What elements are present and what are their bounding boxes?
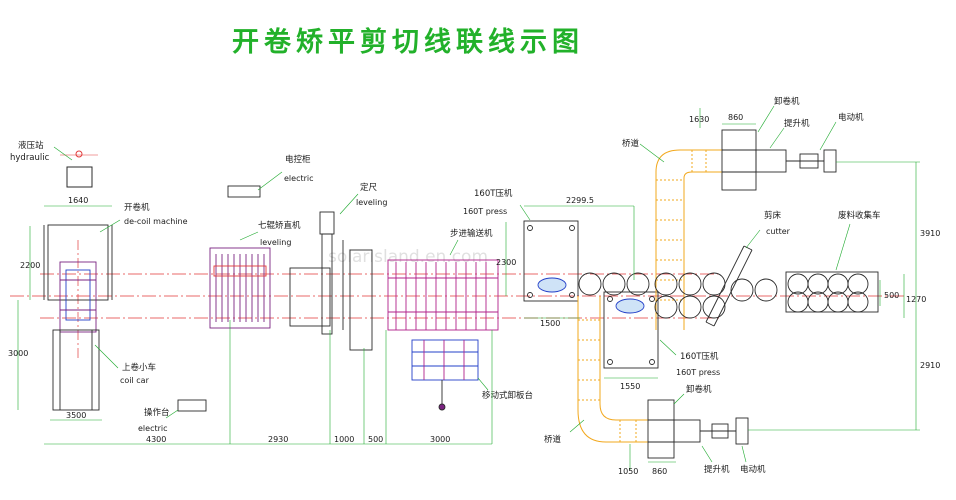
lift-bottom-label: 提升机 (704, 464, 730, 475)
length-gauge-label-cn: 定尺 (360, 182, 378, 193)
coil-car-rails (52, 329, 100, 411)
electric-cabinet (227, 185, 261, 198)
cutter-label-cn: 剪床 (764, 210, 782, 221)
dim-860-bottom: 860 (652, 467, 667, 476)
hydraulic-label-cn: 液压站 (18, 140, 44, 151)
dim-1630: 1630 (689, 115, 709, 124)
recoiler-top (721, 129, 837, 191)
hydraulic-station (60, 150, 98, 188)
watermark: solarisland.en.com (328, 247, 488, 267)
cutter-label-en: cutter (766, 227, 791, 236)
recoiler-bottom-label: 卸卷机 (686, 384, 712, 395)
coil-car-label-cn: 上卷小车 (122, 362, 156, 373)
coil-car-label-en: coil car (120, 376, 150, 385)
motor-top-label: 电动机 (838, 112, 864, 123)
dim-3000: 3000 (8, 349, 28, 358)
leveler-label-en: leveling (260, 238, 291, 247)
dim-3910: 3910 (920, 229, 940, 238)
dim-1640: 1640 (68, 196, 88, 205)
electric-cabinet-label-en: electric (284, 174, 314, 183)
step-conveyor-label-cn: 步进输送机 (450, 228, 493, 239)
electric-cabinet-label-cn: 电控柜 (285, 154, 311, 165)
decoiler-label-cn: 开卷机 (124, 202, 150, 213)
dim-1050: 1050 (618, 467, 638, 476)
decoiler-label-en: de-coil machine (124, 217, 188, 226)
step-conveyor (387, 259, 499, 331)
dim-4300: 4300 (146, 435, 166, 444)
length-gauge-label-en: leveling (356, 198, 387, 207)
dim-2930: 2930 (268, 435, 288, 444)
motor-bottom-label: 电动机 (740, 464, 766, 475)
console-label-en: electric (138, 424, 168, 433)
leveler-gearbox (289, 267, 331, 327)
recoiler-bottom (647, 399, 749, 459)
dim-3500: 3500 (66, 411, 86, 420)
dim-500-right: 500 (884, 291, 899, 300)
loop-bridge-bottom (577, 296, 648, 443)
leveler (209, 247, 271, 329)
unloading-table-label: 移动式卸板台 (482, 390, 533, 401)
loop-bridge-bottom-label: 桥道 (544, 434, 562, 445)
dim-2299: 2299.5 (566, 196, 594, 205)
recoiler-top-label: 卸卷机 (774, 96, 800, 107)
dim-3000-b: 3000 (430, 435, 450, 444)
press-top-label-en: 160T press (463, 207, 507, 216)
dim-2200: 2200 (20, 261, 40, 270)
length-gauge (319, 211, 373, 351)
dimension-lines (17, 108, 920, 470)
cutter (705, 245, 753, 327)
press-bottom-label-en: 160T press (676, 368, 720, 377)
lift-top-label: 提升机 (784, 118, 810, 129)
leveler-label-cn: 七辊矫直机 (258, 220, 301, 231)
press-bottom-label-cn: 160T压机 (680, 351, 719, 362)
decoiler (43, 224, 113, 333)
operator-console (177, 399, 207, 412)
dim-2910: 2910 (920, 361, 940, 370)
dim-860-top: 860 (728, 113, 743, 122)
dim-1000: 1000 (334, 435, 354, 444)
dim-1500: 1500 (540, 319, 560, 328)
loop-bridge-top (655, 149, 722, 330)
dim-1270: 1270 (906, 295, 926, 304)
console-label-cn: 操作台 (144, 407, 170, 418)
diagram-title: 开卷矫平剪切线联线示图 (232, 27, 584, 58)
hydraulic-label-en: hydraulic (10, 153, 50, 163)
roller-table (578, 272, 778, 319)
press-top-label-cn: 160T压机 (474, 188, 513, 199)
unloading-table (411, 339, 479, 411)
scrap-cart (785, 271, 879, 313)
press-top (523, 220, 579, 302)
scrap-cart-label: 废料收集车 (838, 210, 881, 221)
press-bottom (603, 291, 659, 369)
dim-500: 500 (368, 435, 383, 444)
loop-bridge-top-label: 桥道 (622, 138, 640, 149)
dim-1550: 1550 (620, 382, 640, 391)
dim-2300: 2300 (496, 258, 516, 267)
